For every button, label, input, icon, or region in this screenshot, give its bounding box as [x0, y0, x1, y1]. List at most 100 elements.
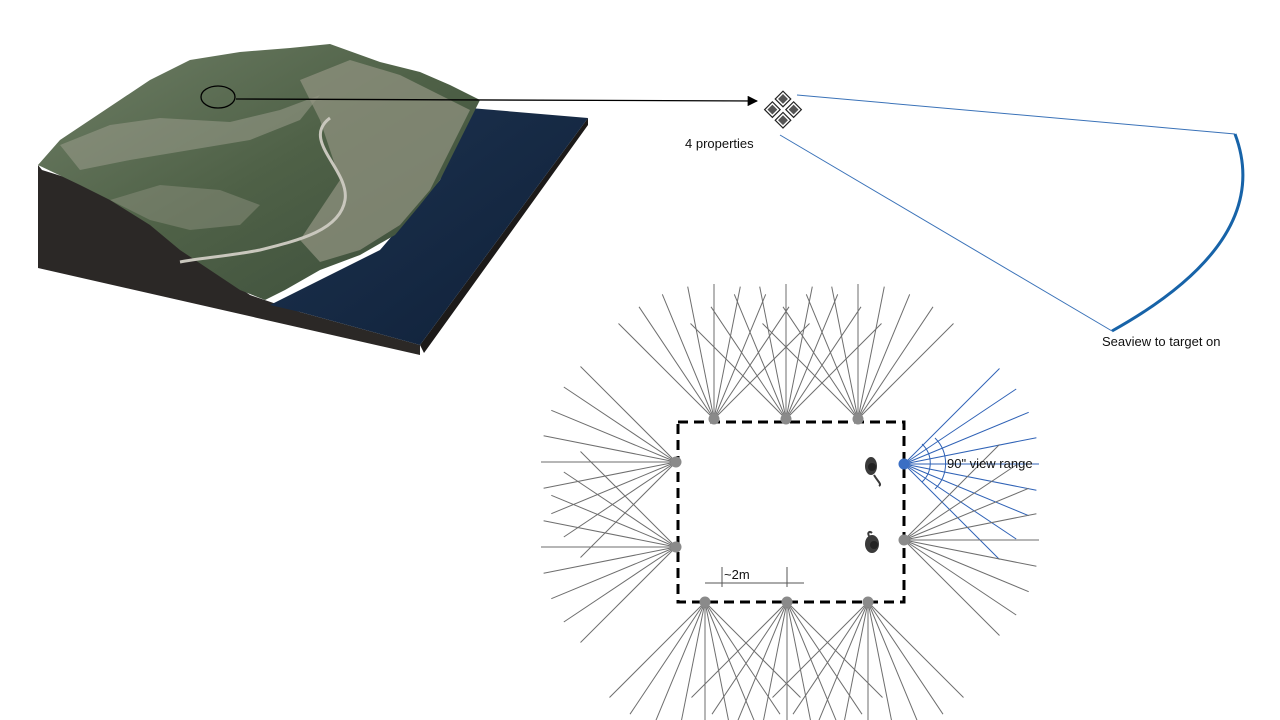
view-ray [681, 601, 706, 720]
seaview-upper-line [796, 94, 1236, 135]
properties-label: 4 properties [685, 136, 754, 151]
view-range-label: 90" view range [947, 456, 1033, 471]
view-ray [867, 601, 964, 698]
view-ray [903, 539, 1017, 616]
view-ray [786, 601, 837, 720]
view-ray [762, 323, 859, 420]
view-ray [543, 461, 677, 489]
view-ray [782, 306, 859, 420]
view-ray [551, 494, 677, 548]
view-ray [805, 294, 859, 420]
view-ray [867, 601, 892, 720]
target-location-circle [200, 85, 236, 109]
seaview-label: Seaview to target on [1102, 334, 1221, 349]
view-ray [563, 471, 677, 548]
seaview-lower-line [779, 134, 1113, 332]
view-ray [691, 601, 788, 698]
view-ray [563, 461, 677, 538]
view-ray [711, 601, 788, 715]
view-range-arc [934, 437, 947, 490]
view-ray [710, 306, 787, 420]
seaview-cone [779, 94, 1245, 333]
view-ray [580, 366, 677, 463]
active-view-ray [903, 463, 1029, 517]
view-ray [713, 294, 767, 420]
view-ray [543, 435, 677, 463]
camera-view-rays [541, 284, 1039, 720]
view-ray [785, 323, 882, 420]
view-ray [704, 601, 755, 720]
view-ray [609, 601, 706, 698]
view-ray [580, 546, 677, 643]
view-ray [704, 601, 781, 715]
view-ray [844, 601, 869, 720]
view-ray [831, 286, 859, 420]
view-ray [543, 546, 677, 574]
view-ray [857, 294, 911, 420]
view-ray [629, 601, 706, 715]
view-ray [785, 306, 862, 420]
view-ray [867, 601, 944, 715]
view-ray [563, 546, 677, 623]
view-ray [661, 294, 715, 420]
camera-dots [670, 413, 910, 608]
view-ray [551, 461, 677, 515]
active-camera-dot-icon [898, 458, 910, 470]
view-ray [903, 487, 1029, 541]
view-ray [687, 286, 715, 420]
view-ray [638, 306, 715, 420]
view-ray [903, 539, 1037, 567]
active-view-ray [903, 463, 1000, 560]
camera-dot-icon [780, 413, 792, 425]
view-ray [713, 286, 741, 420]
view-ray [704, 601, 729, 720]
terrain-sea [270, 108, 588, 345]
active-view-ray [903, 437, 1037, 465]
view-ray [785, 294, 839, 420]
view-ray [903, 539, 1029, 593]
view-ray [580, 451, 677, 548]
active-view-ray [903, 388, 1017, 465]
view-ray [792, 601, 869, 715]
view-ray [713, 306, 790, 420]
view-ray [786, 601, 811, 720]
view-ray [857, 323, 954, 420]
camera-dot-icon [670, 456, 682, 468]
camera-dot-icon [670, 541, 682, 553]
view-ray [580, 461, 677, 558]
terrain-ridge [60, 95, 320, 170]
view-ray [857, 306, 934, 420]
view-ray [903, 444, 1000, 541]
camera-dot-icon [852, 413, 864, 425]
view-ray [759, 286, 787, 420]
view-ray [655, 601, 706, 720]
view-ray [857, 286, 885, 420]
camera-dot-icon [781, 596, 793, 608]
location-arrow [235, 95, 759, 107]
view-ray [551, 409, 677, 463]
view-ray [704, 601, 801, 698]
enclosure-boundary [676, 420, 906, 604]
camera-dot-icon [708, 413, 720, 425]
person-top-view-icon [865, 531, 879, 553]
distance-label: ~2m [724, 567, 750, 582]
view-ray [903, 464, 1017, 541]
view-ray [563, 386, 677, 463]
view-ray [543, 520, 677, 548]
camera-dot-icon [898, 534, 910, 546]
four-property-squares-icon [763, 90, 803, 129]
view-range-arc [921, 443, 931, 483]
terrain-block-image [38, 44, 588, 355]
terrain-base-edge [420, 118, 588, 353]
person-top-view-icon [865, 457, 882, 487]
seaview-arc [1111, 133, 1245, 333]
active-view-ray [903, 411, 1029, 465]
view-ray [903, 513, 1037, 541]
view-ray [733, 294, 787, 420]
view-ray [551, 546, 677, 600]
view-ray [737, 601, 788, 720]
view-ray [772, 601, 869, 698]
view-ray [713, 323, 810, 420]
